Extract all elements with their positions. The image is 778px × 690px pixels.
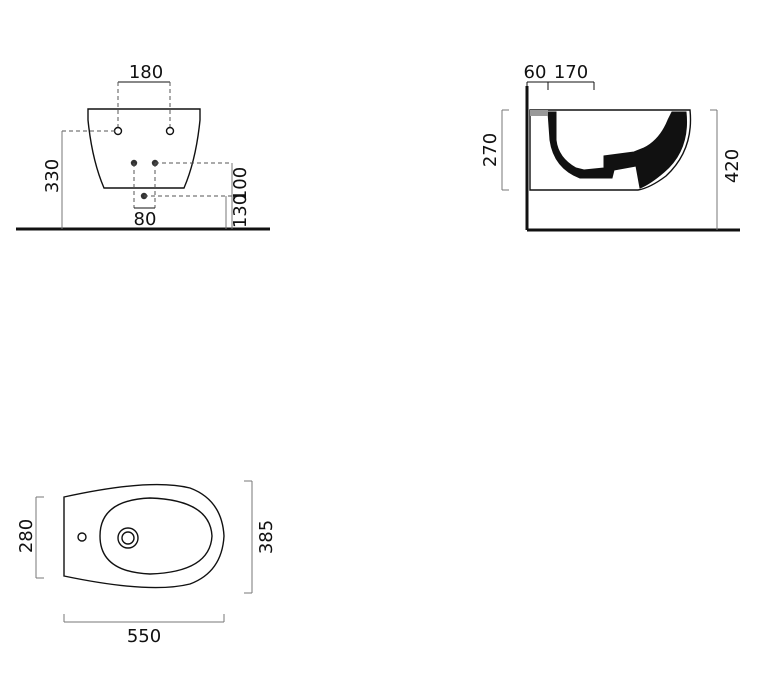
dim-label-270: 270 <box>480 133 501 167</box>
tap-hole <box>77 532 87 542</box>
side-bowl-section <box>547 111 688 189</box>
side-wall-bracket <box>530 110 548 116</box>
fixing-hole-left <box>113 126 123 136</box>
fixing-hole-right <box>165 126 175 136</box>
dim-label-180: 180 <box>129 62 163 83</box>
top-view: 280 385 550 <box>16 480 277 647</box>
top-bowl-outline <box>99 497 213 575</box>
dim-label-550: 550 <box>127 626 161 647</box>
front-bidet-outline <box>87 108 201 189</box>
dim-label-60: 60 <box>524 62 547 83</box>
dim-label-280: 280 <box>16 519 37 553</box>
dim-label-330: 330 <box>42 159 63 193</box>
dim-label-420: 420 <box>722 149 743 183</box>
dim-label-170: 170 <box>554 62 588 83</box>
dim-label-385: 385 <box>256 520 277 554</box>
drain-inner <box>121 531 135 545</box>
dim-label-100: 100 <box>230 167 251 201</box>
side-view: 60 170 270 420 <box>480 62 743 232</box>
dim-label-130: 130 <box>230 194 251 228</box>
dim-label-80: 80 <box>134 209 157 230</box>
front-view: 180 330 80 100 130 <box>16 62 270 231</box>
